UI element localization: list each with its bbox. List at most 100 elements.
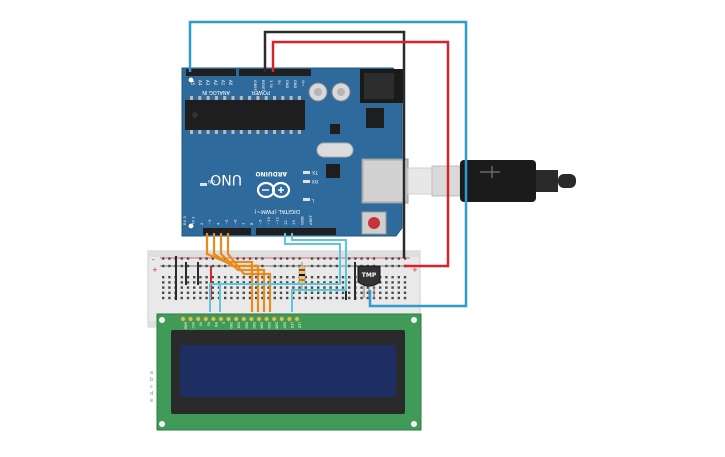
breadboard-hole: [317, 257, 320, 260]
breadboard-hole: [162, 296, 165, 300]
breadboard-hole: [162, 281, 165, 284]
breadboard-hole: [348, 286, 351, 289]
breadboard-hole: [341, 281, 345, 284]
chip-pin: [281, 96, 285, 100]
lcd-pin-label: DB5: [267, 322, 271, 329]
lcd-pin-label: RS: [206, 322, 210, 326]
breadboard-hole: [205, 286, 208, 289]
breadboard-hole: [310, 291, 314, 294]
breadboard-hole: [286, 264, 289, 268]
lcd-pin-label: GND: [184, 322, 188, 330]
breadboard-hole: [298, 264, 301, 268]
breadboard-hole: [248, 296, 252, 300]
breadboard-hole: [348, 257, 351, 260]
wire-orange: [226, 233, 272, 312]
digital-header-low: [203, 228, 251, 235]
breadboard-hole: [292, 257, 295, 260]
resistor[interactable]: [298, 262, 306, 290]
breadboard-hole: [199, 291, 202, 294]
analog-pin-label: A2: [213, 80, 218, 86]
chip-pin: [273, 96, 276, 100]
breadboard-hole: [279, 281, 283, 284]
breadboard-hole: [236, 296, 239, 300]
lcd-pin-label: LED: [298, 322, 302, 329]
sensor-label: TMP: [362, 272, 377, 279]
breadboard-hole: [211, 291, 214, 294]
lcd-pin-label: RW: [214, 322, 218, 328]
usb-icon: [480, 166, 500, 178]
arduino-uno-board[interactable]: ARDUINO UNO DIGITAL (PWM~) ANALOG IN POW…: [181, 67, 409, 237]
breadboard-hole: [230, 296, 233, 300]
breadboard-hole: [292, 264, 295, 268]
breadboard-hole: [391, 276, 394, 279]
lcd-pin-label: VCC: [191, 322, 195, 329]
breadboard-hole: [279, 276, 283, 279]
power-pin-label: Vin: [301, 80, 305, 86]
led-label-rx: RX: [312, 178, 318, 184]
power-pin-label: GND: [293, 80, 297, 88]
breadboard-hole: [341, 291, 345, 294]
breadboard-hole: [341, 276, 345, 279]
breadboard-hole: [310, 264, 314, 268]
breadboard-hole: [335, 257, 338, 260]
analog-pin-label: A3: [205, 80, 210, 86]
chip-pin: [289, 96, 293, 100]
breadboard-hole: [242, 281, 245, 284]
breadboard-hole: [403, 281, 407, 284]
temperature-sensor[interactable]: TMP: [357, 265, 381, 298]
breadboard-hole: [224, 296, 227, 300]
row-letter: e: [150, 398, 153, 404]
row-letter: d: [150, 391, 153, 397]
breadboard-hole: [354, 257, 357, 260]
breadboard-hole: [360, 286, 363, 289]
breadboard-hole: [391, 257, 394, 260]
breadboard-hole: [304, 281, 307, 284]
breadboard-hole: [391, 296, 394, 300]
digital-pin-label: AREF: [308, 215, 313, 225]
breadboard-hole: [403, 286, 407, 289]
breadboard-hole: [193, 286, 196, 289]
breadboard-hole: [180, 286, 183, 289]
breadboard-hole: [329, 291, 332, 294]
breadboard-hole: [162, 286, 165, 289]
breadboard-hole: [248, 291, 252, 294]
chip-pin: [239, 130, 243, 134]
wire-red: [271, 40, 450, 268]
breadboard-hole: [236, 281, 239, 284]
breadboard-hole: [286, 296, 289, 300]
lcd-pin-label: DB3: [252, 322, 256, 329]
breadboard-hole: [298, 296, 301, 300]
breadboard-hole: [211, 264, 214, 268]
digital-pin-label: 2: [199, 222, 204, 225]
led-label-l: L: [311, 197, 314, 203]
breadboard-hole: [255, 281, 258, 284]
digital-pin-label: ~11: [274, 216, 279, 225]
chip-pin: [231, 130, 235, 134]
lcd-pin: [203, 316, 209, 322]
digital-pin-label: 4: [216, 222, 221, 225]
breadboard-hole: [397, 276, 400, 279]
breadboard-hole: [199, 264, 202, 268]
power-pin-label: 5V: [277, 80, 281, 85]
analog-header: [186, 69, 236, 76]
breadboard-hole: [391, 291, 394, 294]
breadboard-hole: [323, 281, 326, 284]
analog-label: ANALOG IN: [202, 89, 230, 95]
chip-pin: [297, 130, 301, 134]
digital-pin-label: TX 1: [190, 216, 195, 226]
breadboard-hole: [360, 296, 363, 300]
breadboard-hole: [298, 257, 301, 260]
breadboard-hole: [304, 291, 307, 294]
breadboard-hole: [397, 281, 400, 284]
breadboard-hole: [329, 296, 332, 300]
row-letter: a: [150, 370, 153, 376]
breadboard-hole: [186, 286, 190, 289]
rail-minus-label: -: [152, 256, 155, 264]
wires: [188, 20, 468, 312]
lcd-pin: [188, 316, 194, 322]
breadboard-hole: [230, 286, 233, 289]
breadboard-hole: [348, 276, 351, 279]
breadboard-hole: [279, 296, 283, 300]
breadboard-hole: [217, 264, 221, 268]
